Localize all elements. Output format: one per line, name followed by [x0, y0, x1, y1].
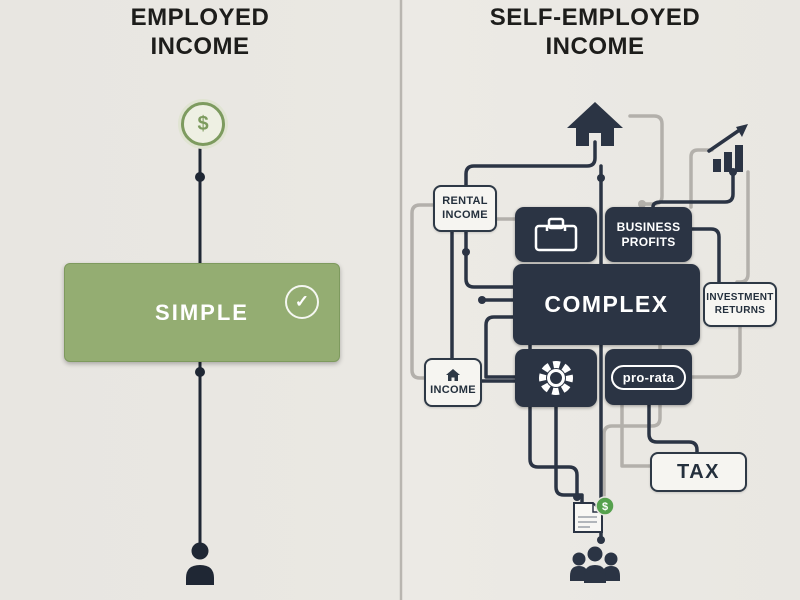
briefcase-icon: [534, 217, 578, 251]
left-panel-title: EMPLOYED INCOME: [58, 4, 342, 62]
person-icon: [186, 542, 214, 585]
pro-rata-node: pro-rata: [605, 349, 692, 405]
investment-returns-line1: INVESTMENT: [706, 292, 774, 303]
small-house-icon: [446, 368, 460, 381]
left-title-line1: EMPLOYED: [130, 4, 270, 31]
right-panel-title: SELF-EMPLOYED INCOME: [453, 4, 737, 62]
right-title-line1: SELF-EMPLOYED: [489, 4, 701, 31]
currency-badge-icon: [595, 496, 615, 516]
simple-label: SIMPLE: [155, 299, 249, 325]
investment-returns-node: INVESTMENT RETURNS: [703, 282, 777, 327]
business-profits-line1: BUSINESS: [616, 219, 681, 234]
connector-lines-gray: [410, 114, 750, 500]
income-node-label: INCOME: [430, 383, 476, 396]
tax-node: TAX: [650, 452, 747, 492]
business-profits-node: BUSINESS PROFITS: [605, 207, 692, 262]
right-title-line2: INCOME: [545, 32, 645, 60]
dollar-symbol: $: [197, 112, 209, 135]
left-title-line2: INCOME: [150, 32, 250, 60]
income-node: INCOME: [424, 358, 482, 407]
briefcase-node: [515, 207, 597, 262]
gear-node: [515, 349, 597, 407]
check-icon: ✓: [285, 285, 319, 319]
rental-income-line1: RENTAL: [442, 194, 488, 207]
complex-node: COMPLEX: [513, 264, 700, 345]
rental-income-node: RENTAL INCOME: [433, 185, 497, 232]
connector-lines-dark: [450, 140, 737, 544]
investment-returns-line2: RETURNS: [714, 304, 766, 316]
badge-symbol: $: [602, 501, 608, 513]
business-profits-line2: PROFITS: [621, 234, 676, 249]
tax-label: TAX: [676, 460, 720, 483]
rental-income-line2: INCOME: [442, 208, 488, 221]
document-icon: $: [573, 496, 615, 533]
dollar-coin-icon: $: [181, 102, 225, 146]
simple-node: SIMPLE ✓: [64, 263, 340, 362]
people-icon: [570, 546, 620, 583]
gear-icon: [539, 361, 573, 395]
bar-chart-icon: [707, 124, 748, 172]
complex-label: COMPLEX: [544, 291, 669, 317]
pro-rata-label: pro-rata: [610, 364, 687, 390]
house-icon: [567, 102, 623, 146]
